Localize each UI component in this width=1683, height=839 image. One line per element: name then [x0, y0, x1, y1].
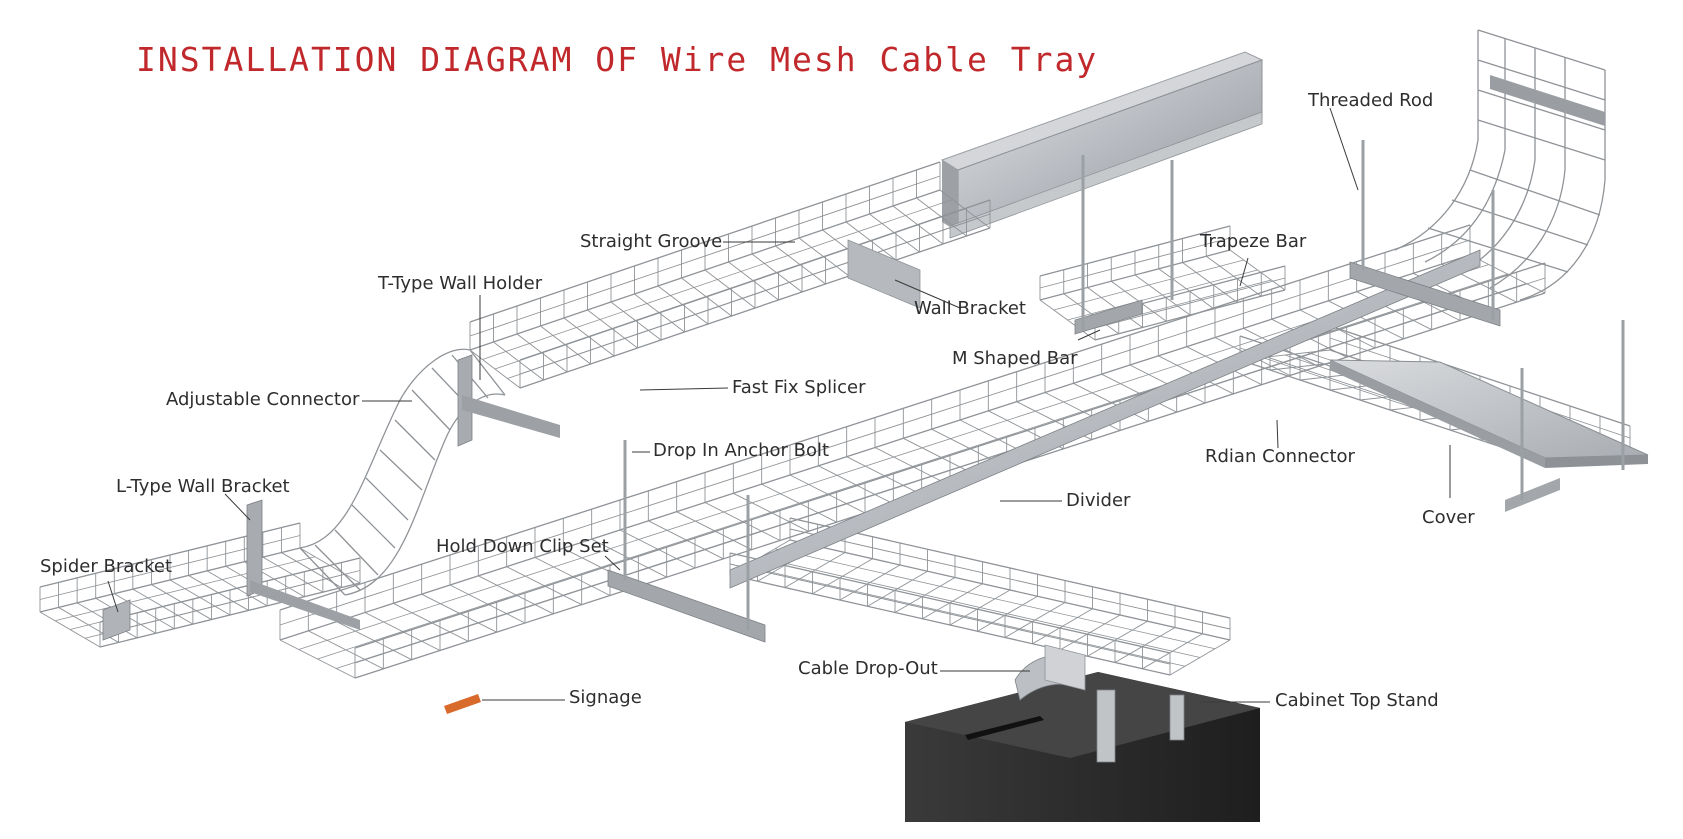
label-trapeze-bar: Trapeze Bar — [1200, 231, 1307, 252]
i-beam — [940, 51, 1264, 239]
label-cable-drop-out: Cable Drop-Out — [798, 658, 938, 679]
label-threaded-rod: Threaded Rod — [1308, 90, 1434, 111]
cabinet-stand-legs — [1096, 689, 1185, 763]
label-wall-bracket: Wall Bracket — [914, 298, 1026, 319]
cabinet — [905, 672, 1260, 822]
label-divider: Divider — [1066, 490, 1131, 511]
label-m-shaped-bar: M Shaped Bar — [952, 348, 1078, 369]
label-drop-in-anchor-bolt: Drop In Anchor Bolt — [653, 440, 830, 461]
diagram-title: INSTALLATION DIAGRAM OF Wire Mesh Cable … — [136, 40, 1099, 79]
label-t-type-wall-holder: T-Type Wall Holder — [378, 273, 543, 294]
label-signage: Signage — [569, 687, 642, 708]
strut-channel — [607, 261, 1560, 643]
label-rdian-connector: Rdian Connector — [1205, 446, 1355, 467]
threaded-rods — [623, 140, 1625, 630]
label-adjustable-connector: Adjustable Connector — [166, 389, 360, 410]
cover-plate — [1329, 359, 1649, 468]
signage-part — [444, 694, 481, 714]
t-type-wall-holder-part — [457, 354, 560, 447]
wall-bracket-plate — [847, 239, 921, 309]
cable-drop-out-part — [1014, 644, 1086, 701]
label-hold-down-clip-set: Hold Down Clip Set — [436, 536, 609, 557]
label-cabinet-top-stand: Cabinet Top Stand — [1275, 690, 1439, 711]
label-spider-bracket: Spider Bracket — [40, 556, 173, 577]
spider-bracket-part — [102, 599, 131, 641]
label-fast-fix-splicer: Fast Fix Splicer — [732, 377, 866, 398]
label-cover: Cover — [1422, 507, 1475, 528]
divider-strip — [729, 249, 1481, 589]
l-type-wall-bracket-part — [246, 499, 360, 630]
label-l-type-wall-bracket: L-Type Wall Bracket — [116, 476, 290, 497]
elbow-mount-bracket — [1490, 75, 1605, 126]
leader-lines — [107, 107, 1451, 703]
vertical-elbow-section — [1394, 29, 1606, 301]
label-straight-groove: Straight Groove — [580, 231, 723, 252]
vertical-rise-section — [299, 348, 506, 596]
